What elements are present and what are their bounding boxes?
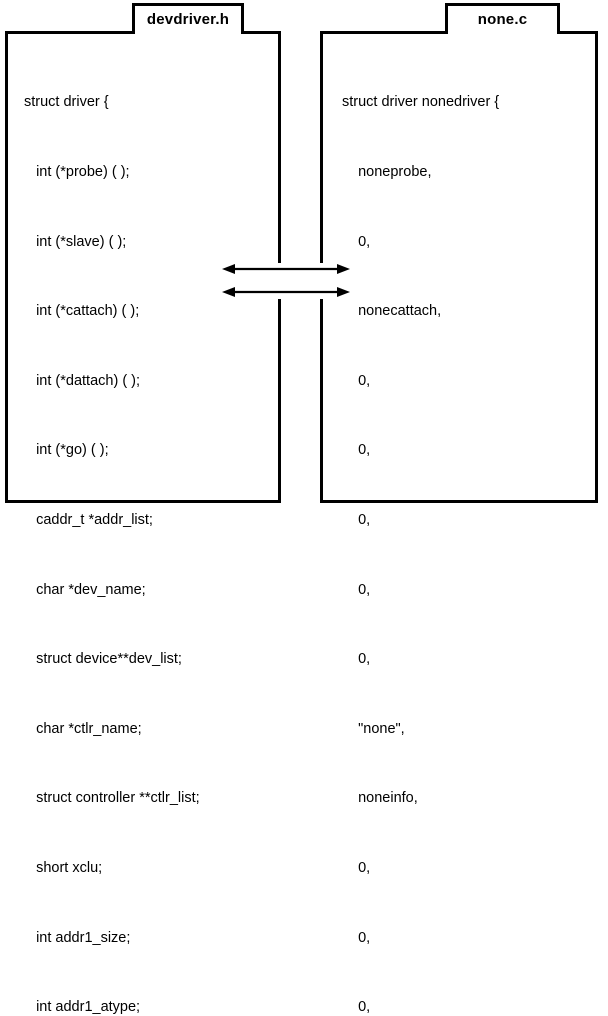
code-line: int (*slave) ( ); — [24, 233, 127, 250]
code-line: int (*probe) ( ); — [24, 164, 130, 180]
code-line: 0, — [342, 929, 371, 946]
code-line-ctlr-list: struct controller **ctlr_list; — [24, 790, 200, 807]
panel-none-c-body — [320, 31, 598, 503]
code-line: short xclu; — [24, 859, 103, 876]
code-line-ctlr-name: char *ctlr_name; — [24, 720, 142, 737]
code-line: 0, — [342, 442, 371, 459]
panel-devdriver-h-code: struct driver { int (*probe) ( ); int (*… — [24, 45, 274, 1016]
panel-none-c-tab[interactable]: none.c — [445, 3, 560, 34]
code-line: int (*dattach) ( ); — [24, 372, 141, 389]
code-line-none-string: "none", — [342, 720, 405, 737]
code-line: noneprobe, — [342, 164, 432, 180]
panel-devdriver-h-tab-label: devdriver.h — [146, 10, 230, 28]
code-line: struct device**dev_list; — [24, 651, 182, 668]
panel-devdriver-h-tab[interactable]: devdriver.h — [132, 3, 244, 34]
ctlr-list-connector — [220, 285, 352, 299]
code-line-noneinfo: noneinfo, — [342, 790, 418, 807]
code-line: struct driver nonedriver { — [342, 94, 500, 111]
border-gap-left — [277, 263, 282, 299]
code-line: int (*go) ( ); — [24, 442, 109, 459]
code-line: caddr_t *addr_list; — [24, 511, 153, 528]
panel-none-c-code: struct driver nonedriver { noneprobe, 0,… — [342, 45, 592, 1016]
code-line: 0, — [342, 372, 371, 389]
code-line: 0, — [342, 511, 371, 528]
diagram-canvas: devdriver.h struct driver { int (*probe)… — [5, 3, 598, 1016]
code-line: int (*cattach) ( ); — [24, 303, 140, 320]
code-line: int addr1_atype; — [24, 999, 141, 1016]
code-line: struct driver { — [24, 94, 109, 111]
border-gap-right — [320, 263, 325, 299]
code-line: nonecattach, — [342, 303, 442, 320]
code-line: 0, — [342, 651, 371, 668]
ctlr-name-connector — [220, 262, 352, 276]
panel-none-c-tab-label: none.c — [477, 10, 528, 28]
code-line: 0, — [342, 999, 371, 1016]
code-line: 0, — [342, 581, 371, 598]
code-line: 0, — [342, 859, 371, 876]
code-line: char *dev_name; — [24, 581, 146, 598]
code-line: int addr1_size; — [24, 929, 131, 946]
code-line: 0, — [342, 233, 371, 250]
